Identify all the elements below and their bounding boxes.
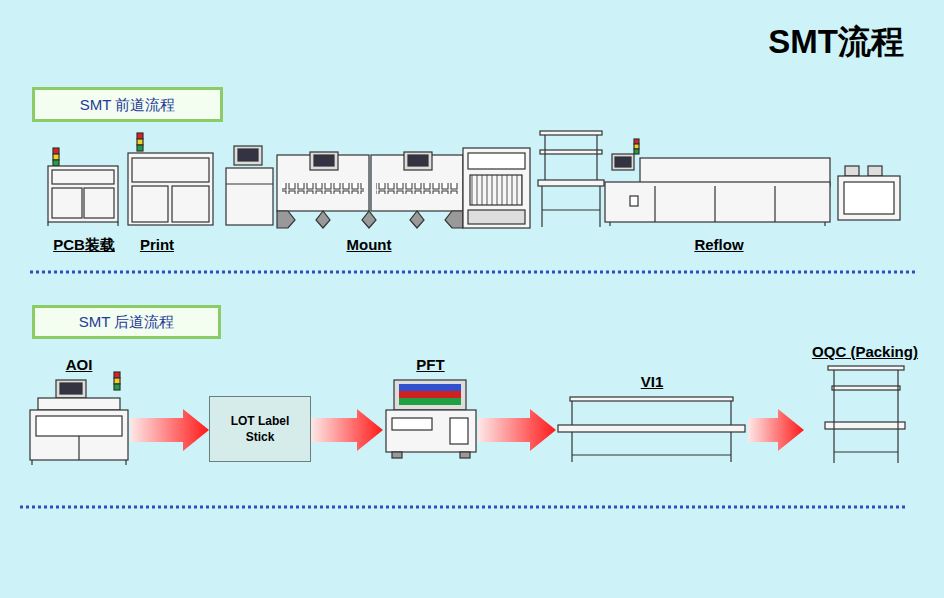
machine-station: AOI <box>28 356 130 466</box>
machine-station: VI1 <box>556 373 748 465</box>
flow-arrow <box>478 409 556 451</box>
machine-station: PFT <box>383 356 478 462</box>
page-title: SMT流程 <box>768 20 904 65</box>
station-label: Mount <box>347 236 392 253</box>
process-text: LOT Label Stick <box>216 413 304 445</box>
machine-station: OQC (Packing) <box>804 343 926 465</box>
station-label: Reflow <box>694 236 743 253</box>
flow-arrow <box>311 409 383 451</box>
section-title: SMT 前道流程 <box>80 96 176 114</box>
section-box: SMT 前道流程 <box>32 87 223 122</box>
section-box: SMT 后道流程 <box>32 305 221 339</box>
flow-arrow <box>748 409 804 451</box>
flow-arrow <box>130 409 209 451</box>
station-label: AOI <box>66 356 93 374</box>
station-label: PFT <box>416 356 444 374</box>
process-box: LOT Label Stick <box>209 396 311 462</box>
station-label: OQC (Packing) <box>812 343 918 361</box>
section-title: SMT 后道流程 <box>79 313 175 331</box>
station-label: PCB装载 <box>53 236 115 255</box>
station-label: VI1 <box>641 373 664 391</box>
station-label: Print <box>140 236 174 253</box>
